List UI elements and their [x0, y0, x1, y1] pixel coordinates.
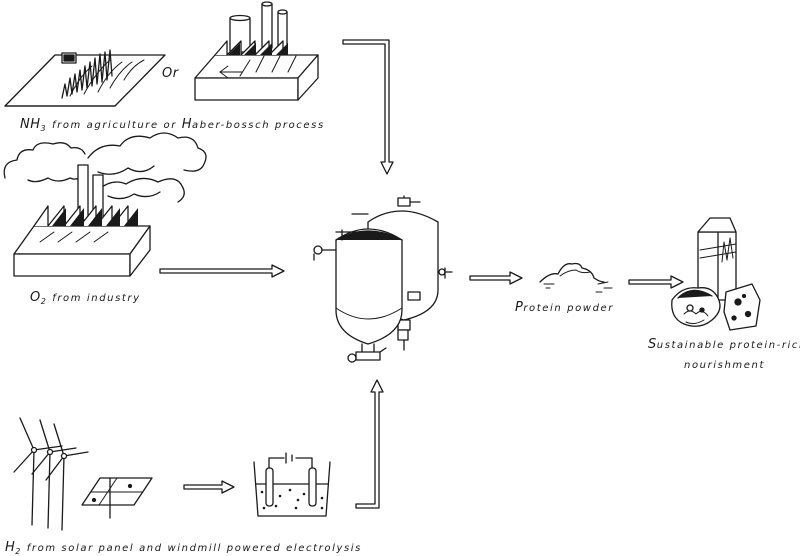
arrow-reactor-to-protein [469, 271, 523, 285]
nourishment-label-line1: Sustainable protein-rich [648, 337, 800, 352]
h2-source-label: H2 from solar panel and windmill powered… [5, 540, 362, 556]
or-label: Or [162, 66, 179, 81]
arrow-from-h2 [355, 379, 384, 509]
nh3-source-label: NH3 from agriculture or Haber-bossch pro… [20, 117, 325, 133]
food-items-icon [671, 217, 761, 331]
arrow-from-nh3 [342, 39, 394, 175]
protein-powder-icon [539, 262, 613, 293]
industry-factory-icon [3, 132, 207, 277]
agriculture-field-icon [4, 49, 166, 107]
solar-panel-icon [81, 477, 153, 519]
o2-source-label: O2 from industry [30, 290, 141, 306]
arrow-protein-to-food [628, 275, 684, 289]
nourishment-label-line2: nourishment [684, 360, 765, 371]
arrow-solar-to-electrolysis [183, 480, 235, 494]
arrow-from-o2 [159, 264, 285, 278]
factory-top-icon [194, 1, 319, 101]
electrolysis-cell-icon [253, 452, 331, 517]
bioreactor-icon [313, 195, 453, 363]
windmill-icon [13, 417, 89, 531]
protein-powder-label: Protein powder [515, 300, 614, 315]
